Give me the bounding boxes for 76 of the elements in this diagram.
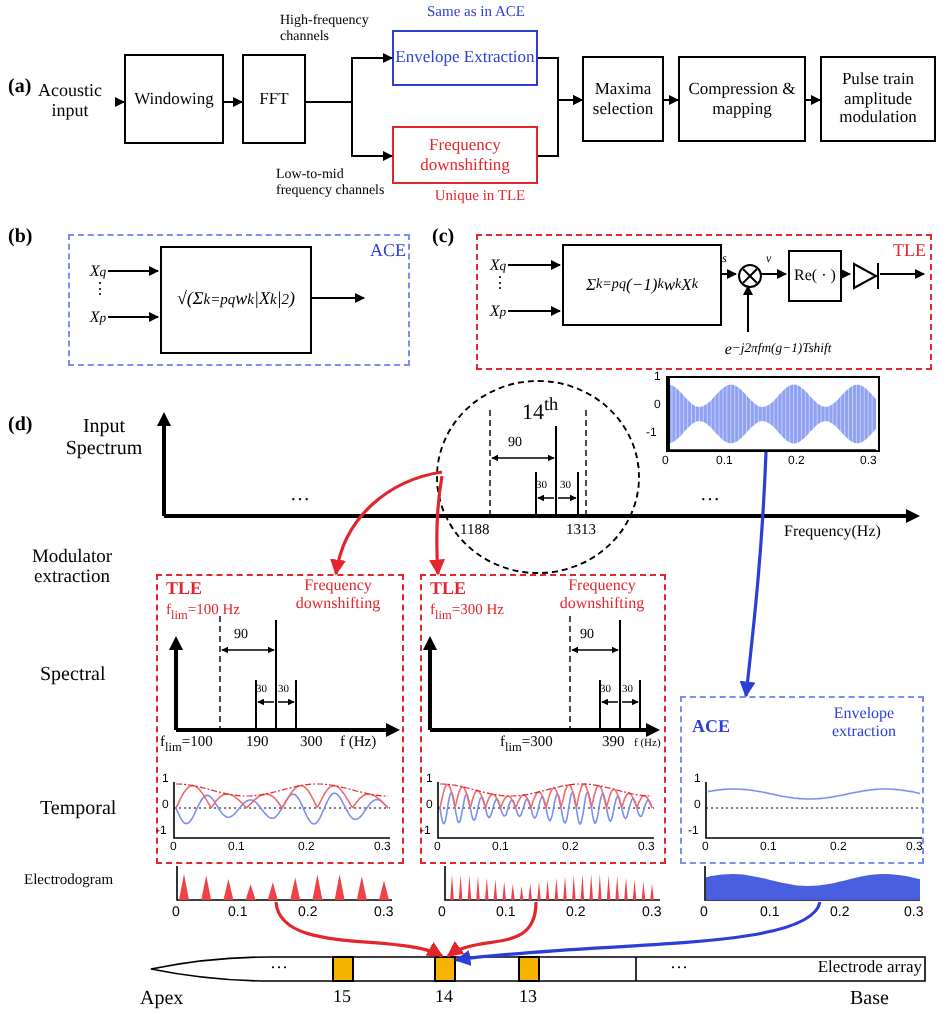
panel-frame: [680, 696, 924, 864]
process-box: Re( · ): [788, 250, 842, 302]
ellipsis: ⋮: [92, 282, 108, 300]
process-box: Maxima selection: [582, 56, 664, 142]
arrow: [446, 901, 538, 958]
ellipsis: …: [290, 484, 310, 506]
ellipsis: …: [700, 484, 720, 506]
process-box: Compression & mapping: [678, 56, 806, 142]
arrow: [107, 266, 159, 276]
panel-label: (c): [432, 226, 455, 248]
method-text: Frequency downshifting: [557, 578, 647, 614]
arrow: [719, 269, 737, 279]
axis-label: Frequency(Hz): [784, 524, 881, 542]
electrodogram-chart: [704, 866, 920, 902]
annotation-text: 14: [433, 988, 455, 1008]
process-box: Envelope Extraction: [392, 30, 538, 86]
end-label: Base: [850, 988, 889, 1010]
arrow: [223, 97, 243, 107]
panel-label: (b): [8, 226, 33, 248]
annotation-text: 15: [331, 988, 353, 1008]
arrow: [330, 470, 443, 576]
electrodogram-chart: [176, 866, 392, 902]
panel-label: (d): [8, 414, 33, 436]
panel-frame: [476, 234, 932, 370]
ellipsis: …: [270, 954, 288, 974]
process-box: Frequency downshifting: [392, 126, 538, 184]
arrow: [759, 269, 787, 279]
arrow: [107, 312, 159, 322]
arrow: [115, 97, 125, 107]
parameter-text: Envelope extraction: [830, 706, 898, 742]
panel-frame: [156, 574, 404, 864]
arrow: [537, 95, 583, 157]
process-box: Windowing: [124, 54, 224, 144]
arrow: [309, 293, 365, 303]
arrow: [274, 901, 444, 958]
arrow: [839, 269, 851, 279]
arrow: [739, 451, 768, 698]
box-label: Electrode array: [815, 958, 922, 977]
row-label: Spectral: [40, 664, 106, 686]
ellipsis: ⋮: [492, 276, 508, 294]
row-label: Modulator extraction: [29, 548, 115, 590]
arrow: [507, 260, 561, 270]
electrode: [518, 956, 540, 982]
box-label: ACE: [692, 718, 733, 738]
arrow: [743, 285, 753, 333]
waveform-chart: [666, 376, 880, 452]
arrow: [454, 901, 822, 967]
electrode: [434, 956, 456, 982]
diode-symbol: [852, 262, 882, 290]
box-label: TLE: [166, 580, 205, 600]
arrow: [507, 306, 561, 316]
panel-label: (a): [8, 76, 32, 98]
box-label: 14$^{th}$: [519, 394, 561, 426]
box-label: TLE: [430, 580, 469, 600]
process-box: FFT: [242, 54, 306, 144]
row-label: Temporal: [40, 798, 117, 820]
panel-frame: [68, 234, 410, 366]
ellipsis: …: [670, 954, 688, 974]
arrow: [305, 101, 393, 161]
arrow: [805, 95, 821, 105]
arrow: [663, 95, 679, 105]
electrodogram-chart: [444, 866, 660, 902]
multiplier-symbol: [738, 264, 762, 288]
arrow: [429, 475, 446, 576]
panel-frame: [420, 574, 666, 864]
box-label: TLE: [891, 242, 926, 262]
arrow: [879, 269, 925, 279]
row-label: Input Spectrum: [63, 416, 145, 460]
electrode: [332, 956, 354, 982]
box-label: ACE: [368, 242, 406, 262]
end-label: Apex: [140, 988, 184, 1010]
method-text: Frequency downshifting: [293, 578, 383, 614]
zoom-circle: [436, 380, 640, 574]
annotation-text: 13: [517, 988, 539, 1008]
process-box: Pulse train amplitude modulation: [820, 56, 936, 142]
electrode-array: [150, 956, 926, 982]
